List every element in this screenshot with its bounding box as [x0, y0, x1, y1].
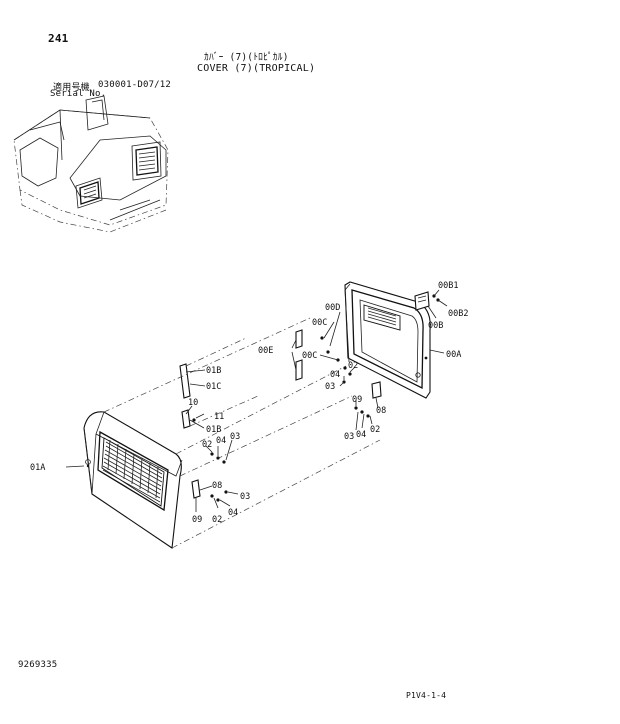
callout-03-bot: 03	[344, 432, 354, 442]
page-title: COVER (7)(TROPICAL)	[197, 63, 316, 74]
callout-09-low: 09	[192, 515, 202, 525]
callout-08-top: 08	[376, 406, 386, 416]
page-number: 241	[48, 32, 69, 45]
machine-thumbnail	[13, 95, 169, 233]
callout-01C: 01C	[206, 382, 221, 392]
callout-08-low: 08	[212, 481, 222, 491]
latch-08-low	[191, 479, 201, 499]
callout-03-top: 03	[325, 382, 335, 392]
strip-01C	[179, 363, 191, 399]
callout-01B-top: 01B	[206, 366, 221, 376]
callout-00A: 00A	[446, 350, 461, 360]
fasteners-lower	[65, 369, 239, 512]
page-code: P1V4-1-4	[406, 691, 447, 700]
callout-00B: 00B	[428, 321, 443, 331]
callout-09-top: 09	[352, 395, 362, 405]
callout-00B1: 00B1	[438, 281, 458, 291]
serial-range: 030001-D07/12	[98, 80, 172, 90]
callout-02-low: 02	[212, 515, 222, 525]
strip-01B	[181, 409, 191, 429]
bracket-00B	[414, 291, 430, 311]
callout-00E: 00E	[258, 346, 273, 356]
callout-04-top: 04	[330, 370, 340, 380]
callout-10: 10	[188, 398, 198, 408]
latch-08-top	[371, 381, 382, 399]
serial-label: Serial No.	[50, 89, 107, 99]
fasteners-upper	[291, 289, 448, 431]
callout-00C-mid: 00C	[302, 351, 317, 361]
projection-lines	[103, 317, 381, 549]
callout-04-mid: 04	[216, 436, 226, 446]
callout-02-bot: 02	[370, 425, 380, 435]
callout-01A: 01A	[30, 463, 45, 473]
callout-03-low: 03	[240, 492, 250, 502]
callout-01B-mid: 01B	[206, 425, 221, 435]
callout-00D: 00D	[325, 303, 340, 313]
callout-00C-top: 00C	[312, 318, 327, 328]
strip-00E	[295, 329, 303, 381]
callout-labels: 00B1 00B2 00B 00A 00D 00C 00C 00E 02 04 …	[30, 281, 468, 525]
doc-number: 9269335	[18, 660, 58, 670]
title-kana: ｶﾊﾞｰ (7)(ﾄﾛﾋﾟｶﾙ)	[204, 52, 289, 63]
callout-03-mid: 03	[230, 432, 240, 442]
callout-00B2: 00B2	[448, 309, 468, 319]
cover-01A	[83, 411, 183, 549]
callout-11: 11	[214, 412, 224, 422]
callout-02-mid: 02	[202, 440, 212, 450]
callout-02-top: 02	[348, 361, 358, 371]
serial-label-jp: 適用号機	[53, 83, 90, 93]
callout-04-bot: 04	[356, 430, 366, 440]
cover-00A	[344, 281, 431, 399]
callout-04-low: 04	[228, 508, 238, 518]
